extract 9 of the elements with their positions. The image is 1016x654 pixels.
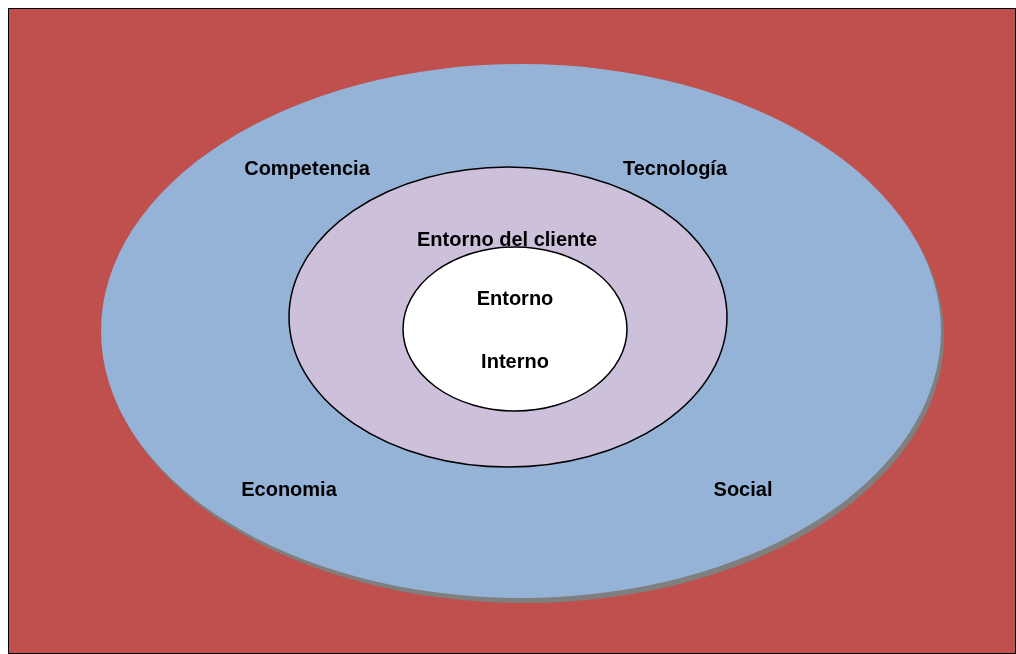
region-label: Entorno Interno [475,286,555,374]
region-label: Tecnología [622,156,728,181]
ellipse-region [402,246,628,412]
ellipse-region [100,63,946,605]
region-label: Entorno del cliente [417,227,597,252]
region-label: Economia [241,477,337,502]
background-panel [8,8,1016,654]
region-label: Competencia [244,156,370,181]
region-label: Social [713,477,773,502]
